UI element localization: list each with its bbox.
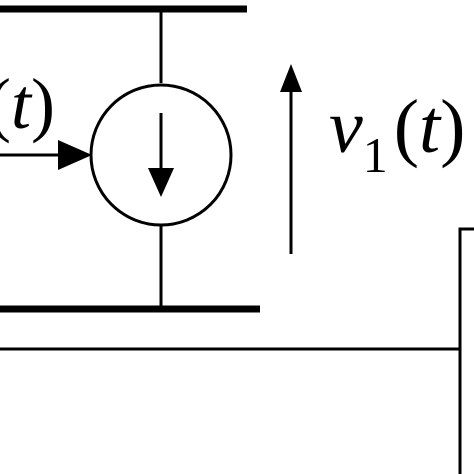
right-block [458,227,474,474]
current-direction-arrow-icon [148,113,174,197]
voltage-arrow-icon [280,64,302,254]
control-input-arrow-icon [0,140,92,170]
voltage-label: v1(t) [329,85,465,183]
control-variable-label: (t) [0,64,55,144]
